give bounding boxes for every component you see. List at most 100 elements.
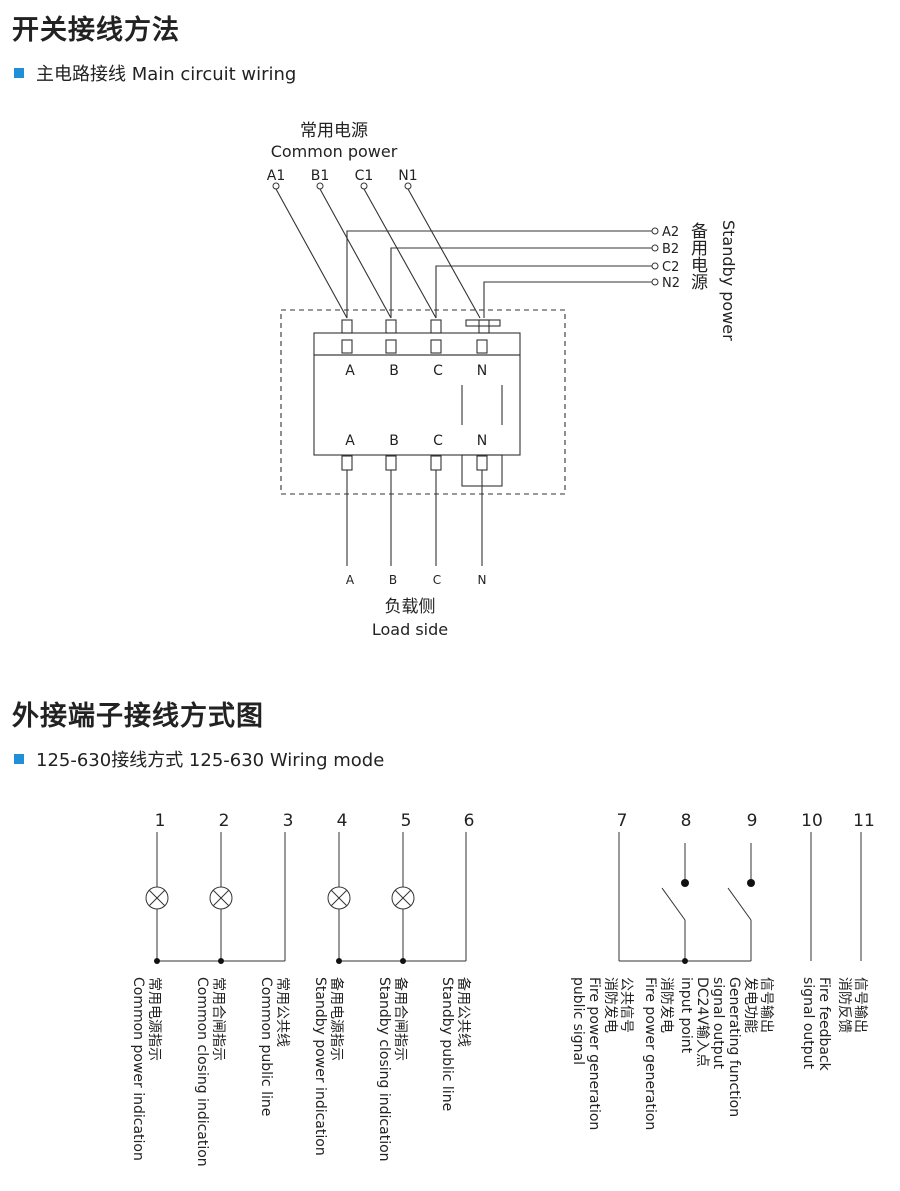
bullet-square-icon xyxy=(14,754,24,764)
terminal-number-10: 10 xyxy=(801,811,823,831)
wire-a1 xyxy=(275,188,348,319)
caption-8-cn-a: 消防发电 xyxy=(658,977,674,1033)
lamp-icon-2 xyxy=(209,886,233,910)
terminal-number-9: 9 xyxy=(747,811,758,831)
contact-top-b xyxy=(385,339,397,354)
caption-6-cn: 备用公共线 xyxy=(455,977,472,1047)
terminal-number-6: 6 xyxy=(464,811,475,831)
section-subtitle-wiring-mode: 125-630接线方式 125-630 Wiring mode xyxy=(14,746,384,772)
phase-bottom-c: C xyxy=(433,433,443,449)
label-b1: B1 xyxy=(311,168,330,184)
terminal-number-8: 8 xyxy=(681,811,692,831)
terminal-bottom-n xyxy=(476,455,488,471)
load-label-b: B xyxy=(389,573,397,587)
contact-dot-9 xyxy=(747,879,755,887)
wire-n2 xyxy=(483,281,652,318)
terminal-wiring-diagram xyxy=(156,832,862,962)
terminal-circle-n1 xyxy=(404,182,412,190)
terminal-number-11: 11 xyxy=(853,811,875,831)
phase-top-c: C xyxy=(433,363,443,379)
section-title-external-terminals: 外接端子接线方式图 xyxy=(12,701,264,732)
phase-bottom-n: N xyxy=(477,433,487,449)
caption-10-en-b: signal output xyxy=(800,977,816,1070)
caption-5-en: Standby closing indication xyxy=(376,977,392,1162)
terminal-bottom-b xyxy=(385,455,397,471)
switch-enclosure-dashed xyxy=(280,309,566,495)
terminal-circle-a1 xyxy=(272,182,280,190)
terminal-number-1: 1 xyxy=(155,811,166,831)
caption-4-en: Standby power indication xyxy=(312,977,328,1156)
caption-4-cn: 备用电源指示 xyxy=(328,977,345,1061)
phase-top-b: B xyxy=(389,363,399,379)
label-a2: A2 xyxy=(662,225,679,240)
caption-7-en-a: Fire power generation xyxy=(586,977,602,1130)
phase-bottom-a: A xyxy=(345,433,355,449)
contact-dot-8 xyxy=(681,879,689,887)
caption-7-cn-b: 公共信号 xyxy=(618,977,634,1033)
wire-a2 xyxy=(346,230,652,318)
contact-top-n xyxy=(476,339,488,354)
load-label-n: N xyxy=(478,573,487,587)
caption-8-cn-b: DC24V输入点 xyxy=(694,977,710,1067)
load-label-a: A xyxy=(346,573,355,587)
terminal-top-c xyxy=(430,319,442,334)
load-label-c: C xyxy=(433,573,441,587)
standby-power-en: Standby power xyxy=(719,220,738,341)
caption-10-en-a: Fire feedback xyxy=(816,977,832,1072)
terminal-circle-c2 xyxy=(651,262,659,270)
section-subtitle-main-circuit: 主电路接线 Main circuit wiring xyxy=(14,60,296,86)
caption-1-cn: 常用电源指示 xyxy=(146,977,162,1061)
label-c1: C1 xyxy=(355,168,374,184)
terminal-top-b xyxy=(385,319,397,334)
terminal-number-4: 4 xyxy=(337,811,348,831)
terminal-number-2: 2 xyxy=(219,811,230,831)
terminal-number-7: 7 xyxy=(617,811,628,831)
caption-5-cn: 备用合闸指示 xyxy=(392,977,409,1061)
caption-8-en-a: Fire power generation xyxy=(642,977,658,1130)
terminal-bottom-a xyxy=(341,455,353,471)
terminal-number-5: 5 xyxy=(401,811,412,831)
terminal-circle-a2 xyxy=(651,227,659,235)
caption-10-cn: 消防反馈 xyxy=(836,977,852,1033)
common-power-en: Common power xyxy=(271,142,398,161)
main-circuit-diagram xyxy=(275,188,652,566)
standby-power-cn: 备用电源 xyxy=(687,222,708,291)
caption-3-cn: 常用公共线 xyxy=(274,977,290,1047)
lamp-icon-5 xyxy=(391,886,415,910)
caption-3-en: Common public line xyxy=(258,977,274,1116)
caption-8-en-b: input point xyxy=(678,977,694,1054)
switch-body xyxy=(313,354,521,456)
terminal-top-a xyxy=(341,319,353,334)
phase-top-n: N xyxy=(477,363,487,379)
caption-6-en: Standby public line xyxy=(439,977,455,1111)
terminal-circle-c1 xyxy=(360,182,368,190)
wire-c2 xyxy=(435,265,652,318)
caption-2-cn: 常用合闸指示 xyxy=(210,977,226,1061)
terminal-circle-b2 xyxy=(651,244,659,252)
caption-2-en: Common closing indication xyxy=(194,977,210,1167)
contact-top-c xyxy=(430,339,442,354)
switch-contact-8 xyxy=(661,887,686,921)
bullet-square-icon xyxy=(14,68,24,78)
caption-7-cn-a: 消防发电 xyxy=(602,977,618,1033)
wire-c1 xyxy=(363,188,437,319)
wire-b2 xyxy=(390,247,652,318)
terminal-circle-n2 xyxy=(651,278,659,286)
label-b2: B2 xyxy=(662,242,679,257)
switch-contact-9 xyxy=(727,887,752,921)
label-c2: C2 xyxy=(662,260,679,275)
label-a1: A1 xyxy=(267,168,285,184)
label-n2: N2 xyxy=(662,276,680,291)
load-side-cn: 负载侧 xyxy=(385,597,436,617)
caption-9-cn-b: 信号输出 xyxy=(758,977,774,1033)
common-power-cn: 常用电源 xyxy=(300,121,368,141)
caption-7-en-b: public signal xyxy=(570,977,586,1065)
subtitle-wiring-mode-text: 125-630接线方式 125-630 Wiring mode xyxy=(36,750,385,771)
terminal-circle-b1 xyxy=(316,182,324,190)
caption-1-en: Common power indication xyxy=(130,977,146,1161)
caption-9-cn-a: 发电功能 xyxy=(742,977,758,1033)
caption-9-en-b: signal output xyxy=(710,977,726,1070)
wire-n1 xyxy=(407,188,481,319)
lamp-icon-1 xyxy=(145,886,169,910)
